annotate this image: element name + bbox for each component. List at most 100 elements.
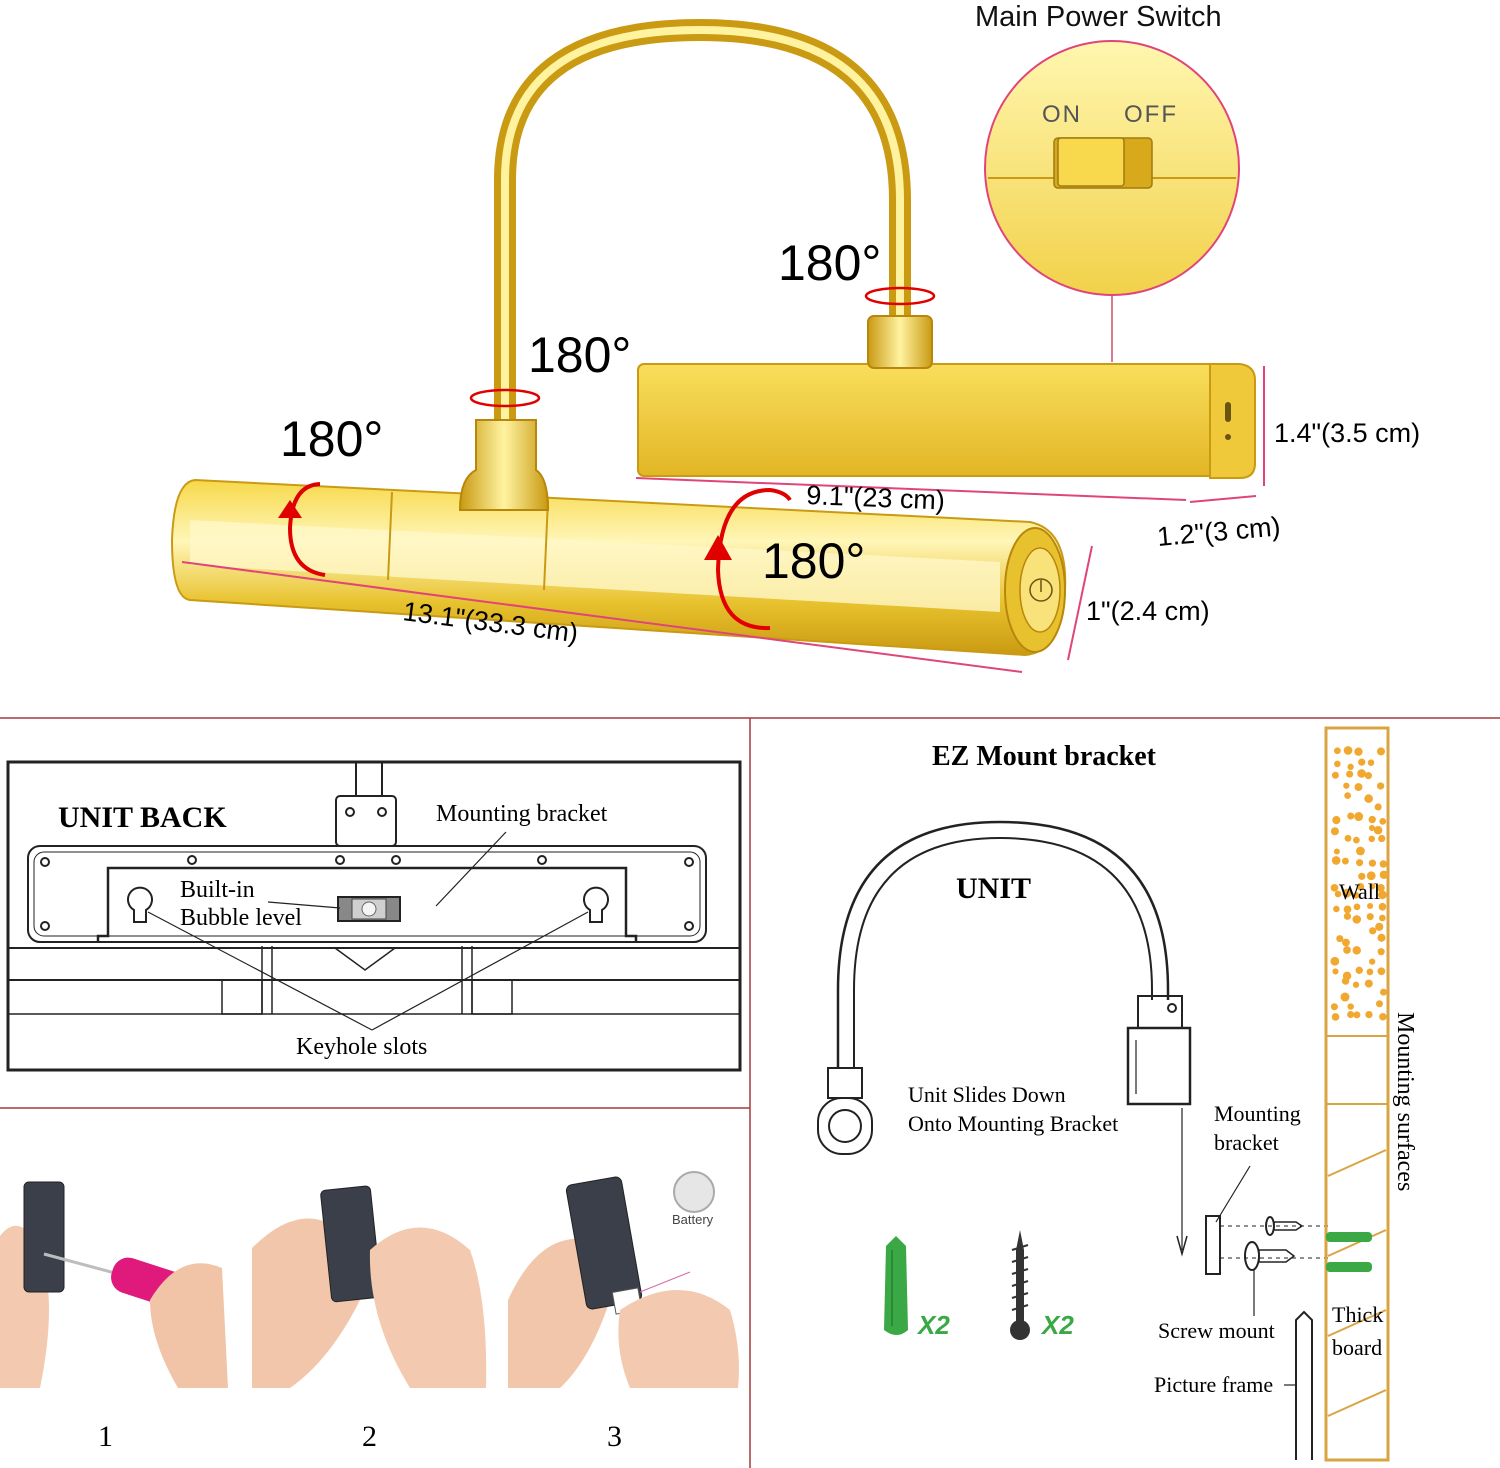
wall-dot: [1379, 817, 1387, 825]
bar-end-cap-inner: [1019, 547, 1061, 633]
dim-base-depth-line: [1189, 495, 1257, 503]
wall-dot: [1343, 782, 1350, 789]
rotation-label-arm: 180°: [528, 327, 631, 383]
wall-dot: [1364, 772, 1373, 780]
wall-dot: [1367, 902, 1374, 910]
rotate-arrow-head: [278, 500, 302, 518]
wall-anchor: [1326, 1232, 1372, 1242]
wall-label: Wall: [1339, 879, 1380, 904]
wall-dot: [1376, 883, 1385, 892]
rotate-arrow-head: [704, 535, 732, 560]
bracket-label-1: Mounting: [1214, 1101, 1301, 1126]
rotate-icon-bar-right: [715, 487, 792, 631]
wall-dot: [1367, 759, 1375, 766]
step-number-2: 2: [362, 1420, 377, 1453]
dim-base-length: 9.1"(23 cm): [806, 480, 946, 516]
wall-dot: [1376, 782, 1385, 790]
wall-dot: [1343, 905, 1352, 914]
switch-callout: [984, 40, 1240, 362]
wall-dot: [1375, 922, 1384, 931]
wall-dot: [1366, 871, 1376, 881]
wall-dot: [1369, 883, 1376, 890]
wall-dot: [1374, 803, 1382, 811]
wall-dot: [1352, 915, 1362, 924]
wall-dot: [1340, 992, 1350, 1002]
wall-dot: [1356, 859, 1364, 867]
thick-board-label-2: board: [1332, 1335, 1382, 1360]
ez-mount-diagram: [817, 726, 1390, 1462]
lamp-illustration: [170, 18, 1256, 657]
rotate-icon-bar-left: [287, 482, 326, 577]
step-number-3: 3: [607, 1420, 622, 1453]
unit-arm-outline: [836, 820, 1170, 1068]
wall-dot: [1347, 763, 1354, 771]
wall-dot: [1379, 1012, 1387, 1021]
wall-dot: [1369, 927, 1377, 935]
wall-dot: [1347, 1003, 1354, 1010]
wall-dot: [1341, 977, 1350, 985]
wall-dot: [1368, 835, 1375, 843]
wall-dot: [1377, 933, 1386, 942]
switch-title: Main Power Switch: [975, 1, 1222, 33]
power-icon: [1029, 578, 1053, 602]
dim-base-length-line: [635, 477, 1187, 501]
bar-segment: [543, 499, 549, 591]
screw-quantity: X2: [1040, 1310, 1074, 1340]
wall-dot: [1368, 824, 1376, 832]
wall-anchor: [1326, 1262, 1372, 1272]
thick-board-label-1: Thick: [1332, 1302, 1383, 1327]
screw-icon: [1016, 1230, 1024, 1330]
rotate-icon-bar-arm: [469, 388, 541, 408]
screw-mount-label: Screw mount: [1158, 1318, 1275, 1343]
wall-dot: [1378, 902, 1387, 911]
slides-label-2: Onto Mounting Bracket: [908, 1111, 1118, 1136]
wall-dot: [1343, 946, 1351, 954]
mounting-bracket: [1205, 1215, 1221, 1275]
gooseneck-arm-highlight: [501, 25, 904, 420]
wall-dot: [1357, 769, 1366, 778]
keyhole-slot-left: [127, 886, 153, 923]
mounting-bracket-plate: [96, 866, 638, 942]
battery-coin-icon: [673, 1171, 715, 1213]
wall-dot: [1352, 946, 1361, 955]
wall-dot: [1377, 967, 1386, 976]
wall-dot: [1332, 816, 1341, 825]
picture-frame-label: Picture frame: [1154, 1372, 1273, 1397]
ez-mount-title: EZ Mount bracket: [932, 741, 1157, 772]
unit-base-collar: [1126, 1026, 1192, 1106]
wall-dot: [1333, 747, 1341, 755]
unit-back-title: UNIT BACK: [58, 801, 227, 834]
side-switch-slot: [1225, 402, 1231, 422]
bar-segment: [387, 491, 393, 581]
wall-dot: [1379, 860, 1388, 868]
base-swivel-collar: [867, 315, 933, 369]
bubble-level-label-2: Bubble level: [180, 905, 302, 931]
step-number-1: 1: [98, 1420, 113, 1453]
wall-dot: [1354, 747, 1363, 756]
rotation-label-bar-right: 180°: [762, 533, 865, 589]
wall-dot: [1369, 958, 1376, 965]
dimension-lines: [181, 366, 1265, 673]
wall-dot: [1353, 903, 1361, 911]
picture-frame-edge: [1295, 1310, 1313, 1460]
wall-dot: [1336, 935, 1344, 943]
wall-anchor-icon: [884, 1236, 908, 1335]
dim-bar-length-line: [181, 561, 1023, 673]
dim-bar-diameter: 1"(2.4 cm): [1086, 596, 1210, 626]
battery-step-3-photo: [508, 1171, 739, 1388]
wall-dot: [1330, 956, 1340, 966]
wall-dot: [1380, 988, 1387, 996]
wall-dot: [1342, 888, 1352, 898]
wall-dot: [1378, 890, 1387, 900]
wall-board: [1324, 726, 1390, 1462]
wall-dot: [1353, 836, 1360, 844]
keyhole-slots-label: Keyhole slots: [296, 1034, 427, 1060]
wall-dot: [1334, 890, 1342, 898]
unit-bar-end: [817, 1097, 873, 1155]
wall-dot: [1334, 760, 1341, 768]
battery-step-1-photo: [0, 1181, 228, 1388]
lamp-base: [637, 363, 1227, 477]
battery-label: Battery: [672, 1212, 714, 1227]
wall-texture: [1330, 746, 1389, 1021]
